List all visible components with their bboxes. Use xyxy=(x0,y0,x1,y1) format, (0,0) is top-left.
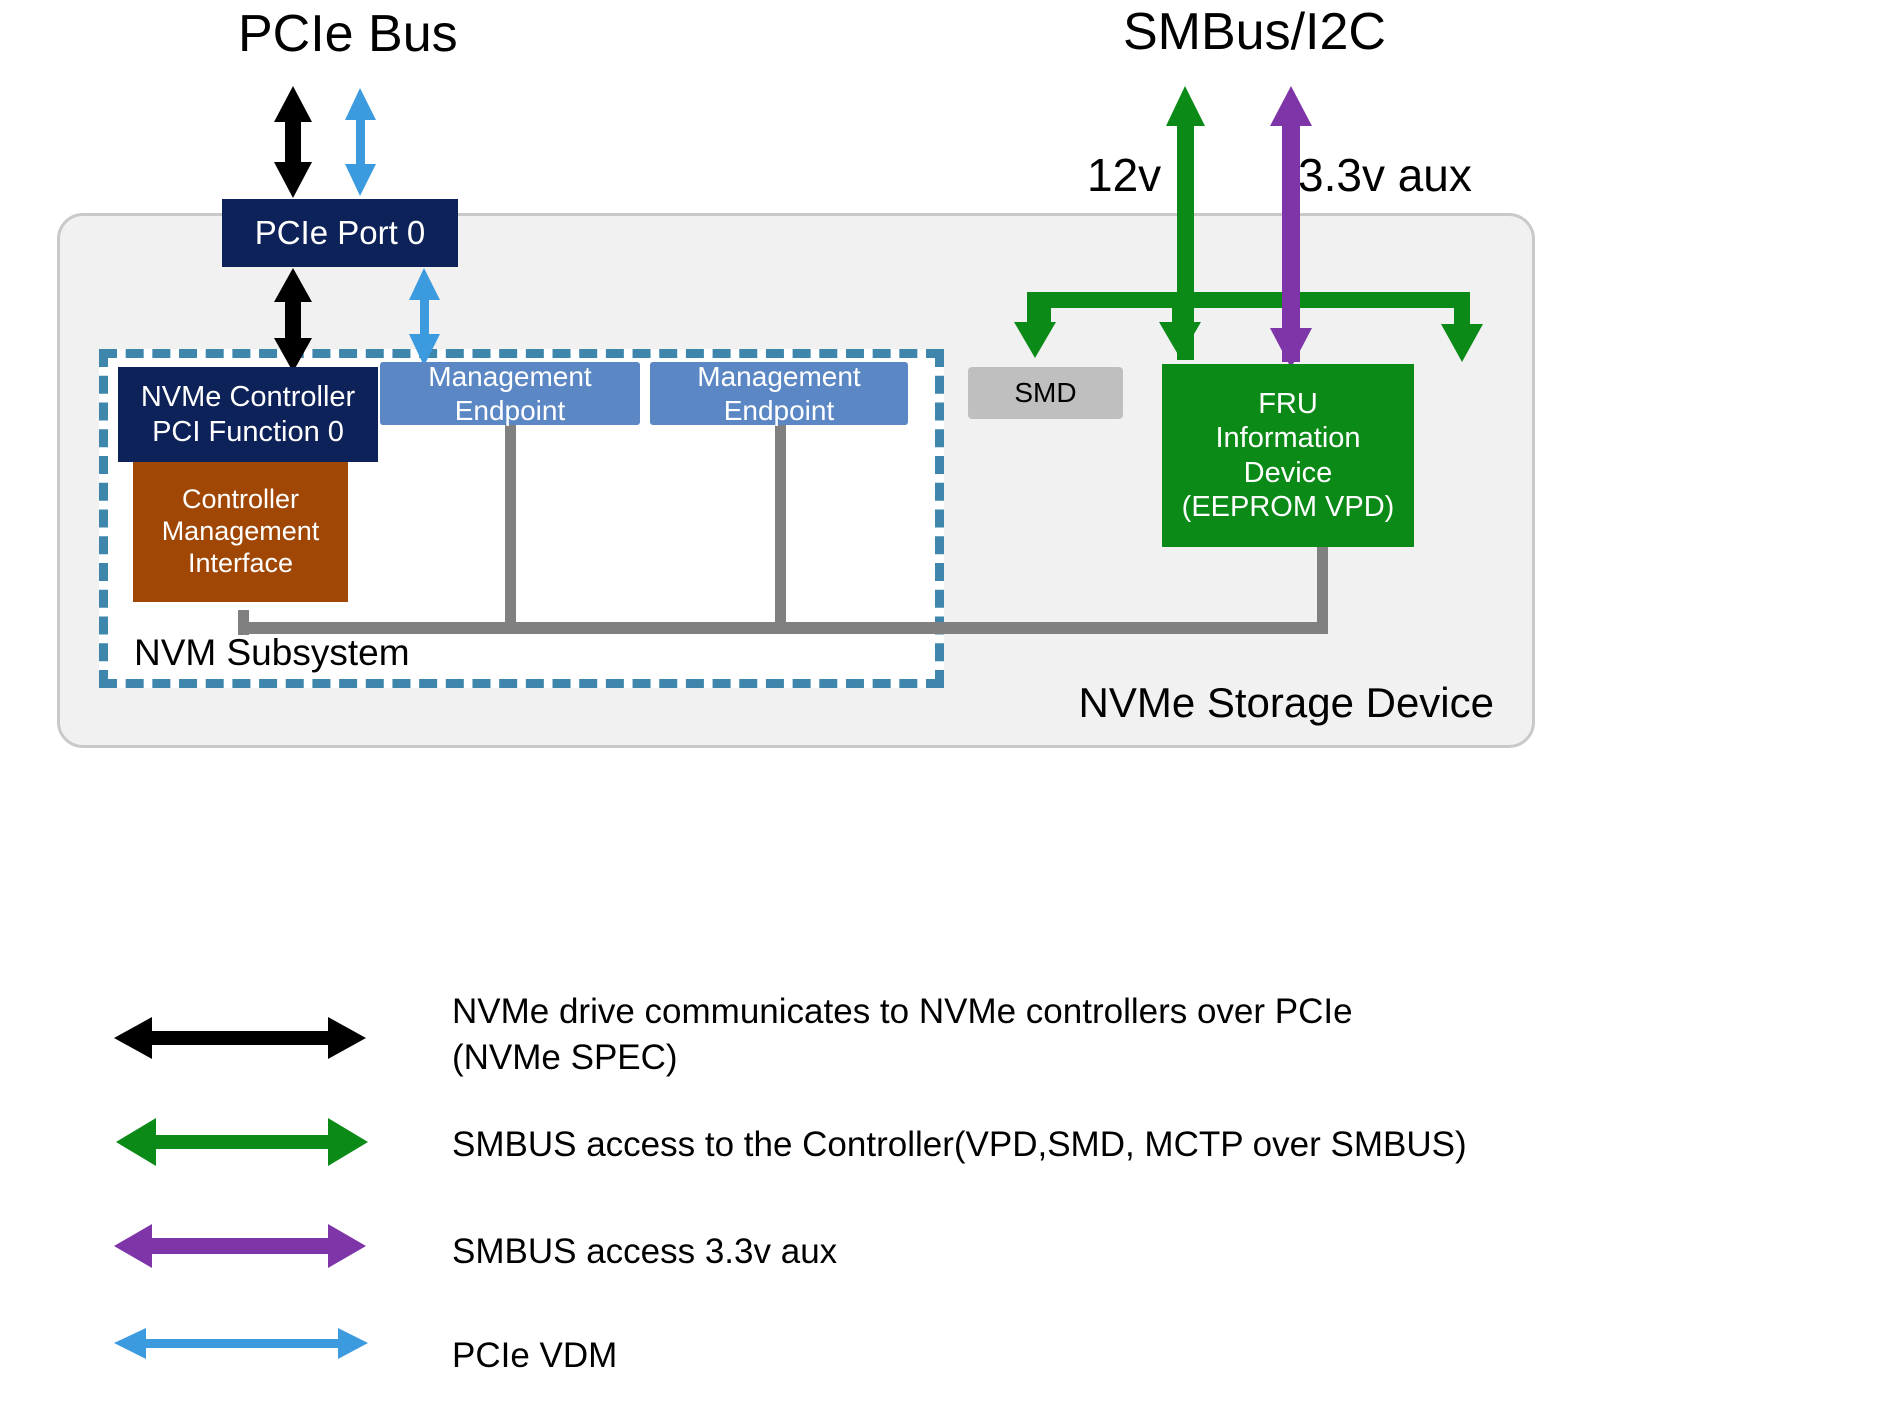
nvm-subsystem-label: NVM Subsystem xyxy=(134,632,410,673)
12v-label: 12v xyxy=(1087,149,1162,201)
legend-text-pcie-vdm: PCIe VDM xyxy=(452,1336,618,1375)
cmi-line2: Management xyxy=(161,516,320,547)
management-endpoint-1-box[interactable]: Management Endpoint xyxy=(380,361,640,426)
nvme-controller-line2: PCI Function 0 xyxy=(152,415,344,448)
legend-row-smbus-controller: SMBUS access to the Controller(VPD,SMD, … xyxy=(0,1110,1886,1220)
smd-label: SMD xyxy=(1014,377,1077,409)
cmi-line3: Interface xyxy=(187,547,294,578)
smbus-i2c-label: SMBus/I2C xyxy=(1123,3,1386,61)
nvme-controller-line1: NVMe Controller xyxy=(140,381,356,414)
controller-management-interface-box[interactable]: Controller Management Interface xyxy=(133,462,348,602)
pcie-port-0-box[interactable]: PCIe Port 0 xyxy=(222,199,458,267)
mep2-line2: Endpoint xyxy=(723,394,835,426)
mep1-line2: Endpoint xyxy=(454,394,566,426)
pcie-vdm-blue-arrow-top xyxy=(345,88,376,196)
smd-box[interactable]: SMD xyxy=(968,367,1123,419)
legend-row-smbus-aux: SMBUS access 3.3v aux xyxy=(0,1215,1886,1325)
3v3-aux-label: 3.3v aux xyxy=(1298,149,1472,201)
cmi-line1: Controller xyxy=(181,484,300,515)
fru-line4: (EEPROM VPD) xyxy=(1181,490,1395,523)
nvme-storage-device-label: NVMe Storage Device xyxy=(1078,679,1494,726)
fru-line2: Information xyxy=(1215,422,1361,455)
pcie-bus-label: PCIe Bus xyxy=(238,5,458,63)
fru-line3: Device xyxy=(1243,456,1333,489)
pcie-port-0-label: PCIe Port 0 xyxy=(254,213,426,251)
mep2-line1: Management xyxy=(697,361,861,393)
mep1-line1: Management xyxy=(428,361,592,393)
nvme-controller-box[interactable]: NVMe Controller PCI Function 0 xyxy=(118,367,378,462)
pcie-black-arrow-top xyxy=(274,86,312,198)
fru-information-device-box[interactable]: FRU Information Device (EEPROM VPD) xyxy=(1162,364,1414,547)
legend-text-pcie-nvme: NVMe drive communicates to NVMe controll… xyxy=(452,992,1353,1077)
legend-row-pcie-vdm: PCIe VDM xyxy=(0,1315,1886,1425)
legend-text-smbus-controller: SMBUS access to the Controller(VPD,SMD, … xyxy=(452,1125,1467,1164)
legend-text-smbus-aux: SMBUS access 3.3v aux xyxy=(452,1232,838,1271)
legend-row-pcie-nvme: NVMe drive communicates to NVMe controll… xyxy=(0,985,1886,1095)
management-endpoint-2-box[interactable]: Management Endpoint xyxy=(650,361,908,426)
fru-line1: FRU xyxy=(1258,388,1318,421)
